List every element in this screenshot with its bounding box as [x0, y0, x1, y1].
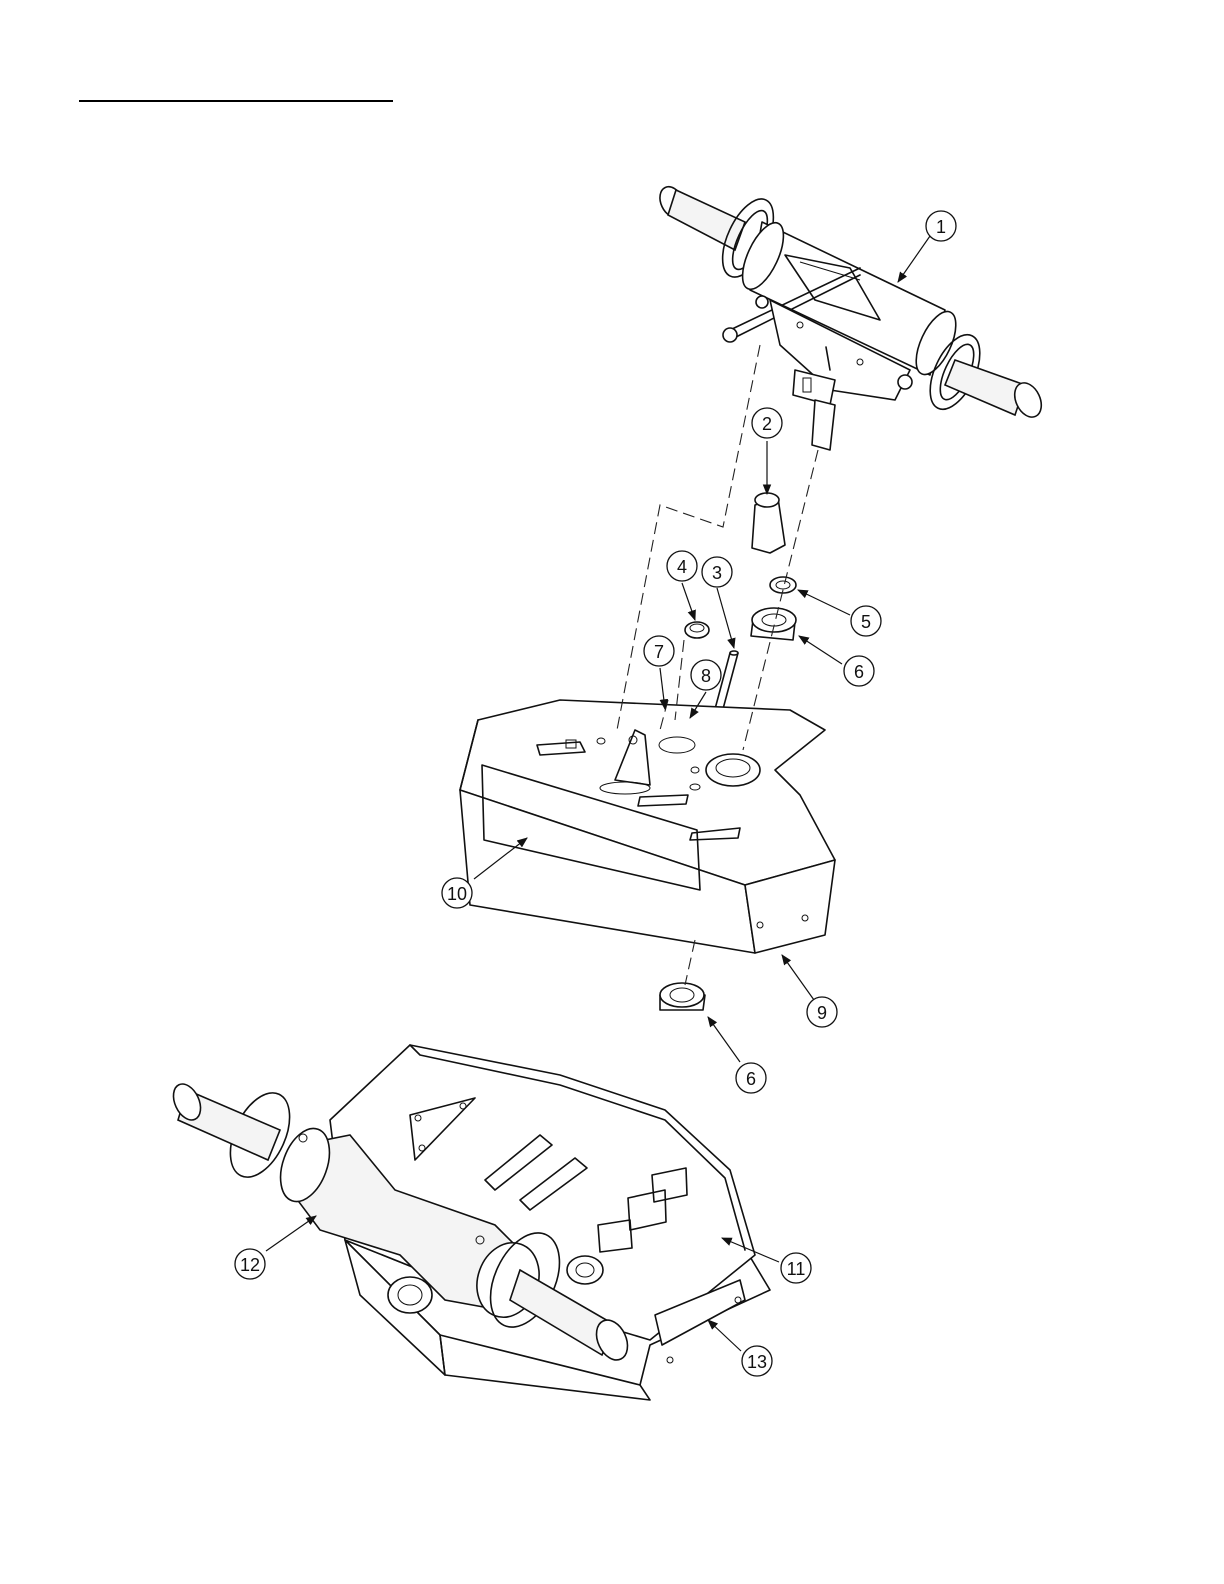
callout-number: 12 [240, 1255, 260, 1275]
callout-number: 11 [787, 1259, 806, 1279]
callout-number: 6 [746, 1069, 756, 1089]
callout-5: 5 [851, 606, 881, 636]
assembled-view [168, 1045, 770, 1400]
callout-number: 2 [762, 414, 772, 434]
part-6-bearing-lower [660, 983, 705, 1010]
callout-number: 13 [747, 1352, 767, 1372]
callout-number: 6 [854, 662, 864, 682]
callout-number: 10 [447, 884, 467, 904]
callout-6: 6 [736, 1063, 766, 1093]
callout-9: 9 [807, 997, 837, 1027]
callout-1: 1 [926, 211, 956, 241]
callout-6: 6 [844, 656, 874, 686]
callout-number: 9 [817, 1003, 827, 1023]
part-6-bearing-upper [751, 608, 796, 640]
callout-number: 1 [936, 217, 946, 237]
callout-11: 11 [781, 1253, 811, 1283]
callout-number: 8 [701, 666, 711, 686]
callout-12: 12 [235, 1249, 265, 1279]
part-4-bushing [685, 622, 709, 638]
callout-10: 10 [442, 878, 472, 908]
callout-8: 8 [691, 660, 721, 690]
callout-number: 3 [712, 563, 722, 583]
handlebar-assembly [655, 183, 1046, 450]
callout-7: 7 [644, 636, 674, 666]
callout-4: 4 [667, 551, 697, 581]
callout-13: 13 [742, 1346, 772, 1376]
callout-3: 3 [702, 557, 732, 587]
callout-2: 2 [752, 408, 782, 438]
part-2-knob [752, 493, 785, 553]
callout-number: 7 [654, 642, 664, 662]
base-housing [460, 700, 835, 953]
callout-number: 4 [677, 557, 687, 577]
callout-number: 5 [861, 612, 871, 632]
